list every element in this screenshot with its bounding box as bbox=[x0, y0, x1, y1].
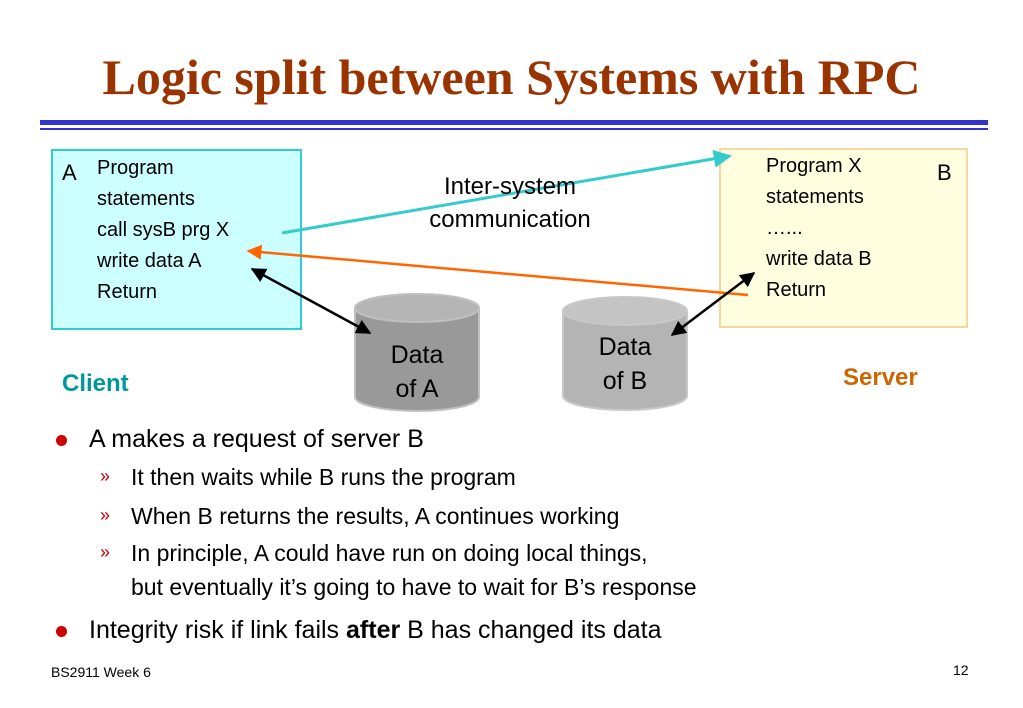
bullet-text-part: Integrity risk if link fails bbox=[89, 616, 347, 644]
client-program-line: Return bbox=[97, 281, 158, 303]
bullet-text-emphasis: after bbox=[346, 616, 401, 644]
database-b-label: Data of B bbox=[565, 330, 685, 398]
server-program-box bbox=[719, 148, 968, 328]
client-program-line: Program bbox=[97, 157, 174, 179]
server-box-letter: B bbox=[937, 160, 952, 185]
inter-system-label: Inter-system communication bbox=[410, 170, 610, 236]
bullet-text: A makes a request of server B bbox=[89, 425, 424, 453]
server-program-line: Return bbox=[766, 279, 827, 301]
client-data-arrow bbox=[250, 267, 372, 335]
title-rule-thin bbox=[40, 128, 988, 130]
sub-bullet-text: It then waits while B runs the program bbox=[131, 464, 516, 490]
slide-title: Logic split between Systems with RPC bbox=[102, 49, 921, 105]
database-b-cylinder bbox=[562, 296, 688, 411]
database-a-label-line: of A bbox=[395, 375, 439, 403]
bullet-dot-icon bbox=[56, 435, 67, 446]
bullet-dot-icon bbox=[56, 626, 67, 637]
page-number: 12 bbox=[953, 662, 969, 678]
client-program-lines: Program statements call sysB prg X write… bbox=[97, 153, 229, 308]
server-program-line: …... bbox=[766, 217, 803, 239]
server-program-lines: Program X statements …... write data B R… bbox=[766, 151, 872, 306]
database-b-label-line: of B bbox=[602, 367, 648, 395]
inter-system-label-line: Inter-system bbox=[443, 173, 577, 200]
sub-bullet-text: When B returns the results, A continues … bbox=[131, 503, 620, 529]
client-box-letter: A bbox=[62, 160, 77, 185]
sub-bullet-marker-icon: » bbox=[100, 542, 111, 562]
title-rule-thick bbox=[40, 120, 988, 125]
sub-bullet-text: but eventually it’s going to have to wai… bbox=[131, 574, 697, 600]
bullet-text-part: B has changed its data bbox=[400, 616, 662, 644]
client-program-line: write data A bbox=[97, 250, 202, 272]
sub-bullet-text: In principle, A could have run on doing … bbox=[131, 540, 648, 566]
bullet-text: Integrity risk if link fails after B has… bbox=[89, 616, 662, 645]
client-program-line: statements bbox=[97, 188, 195, 210]
database-a-label-line: Data bbox=[390, 341, 444, 369]
response-arrow bbox=[246, 244, 749, 297]
request-arrow bbox=[281, 149, 732, 235]
server-label: Server bbox=[843, 364, 918, 391]
sub-bullet-marker-icon: » bbox=[100, 505, 111, 525]
client-label: Client bbox=[62, 370, 129, 397]
database-a-cylinder bbox=[354, 293, 480, 412]
database-b-label-line: Data bbox=[598, 333, 652, 361]
client-program-line: call sysB prg X bbox=[97, 219, 230, 241]
server-program-line: Program X bbox=[766, 155, 862, 177]
inter-system-label-line: communication bbox=[429, 206, 591, 233]
footer-course-label: BS2911 Week 6 bbox=[51, 664, 151, 680]
server-data-arrow bbox=[670, 272, 756, 336]
database-a-label: Data of A bbox=[357, 338, 477, 406]
server-program-line: write data B bbox=[766, 248, 872, 270]
sub-bullet-marker-icon: » bbox=[100, 466, 111, 486]
server-program-line: statements bbox=[766, 186, 864, 208]
